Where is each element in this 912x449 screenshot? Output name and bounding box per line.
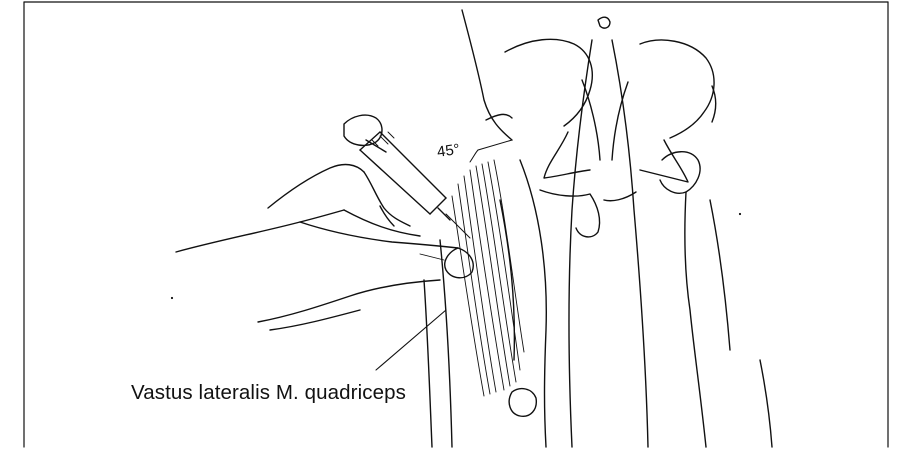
angle-label: 45°: [436, 141, 461, 161]
stray-marks: [171, 213, 740, 298]
figure-caption: Vastus lateralis M. quadriceps: [131, 381, 406, 405]
angle-indicator: [470, 140, 512, 162]
hand-icon: [176, 165, 473, 330]
caption-leader-line: [376, 310, 446, 370]
femur-outline: [500, 152, 730, 447]
leg-outline: [424, 40, 772, 447]
